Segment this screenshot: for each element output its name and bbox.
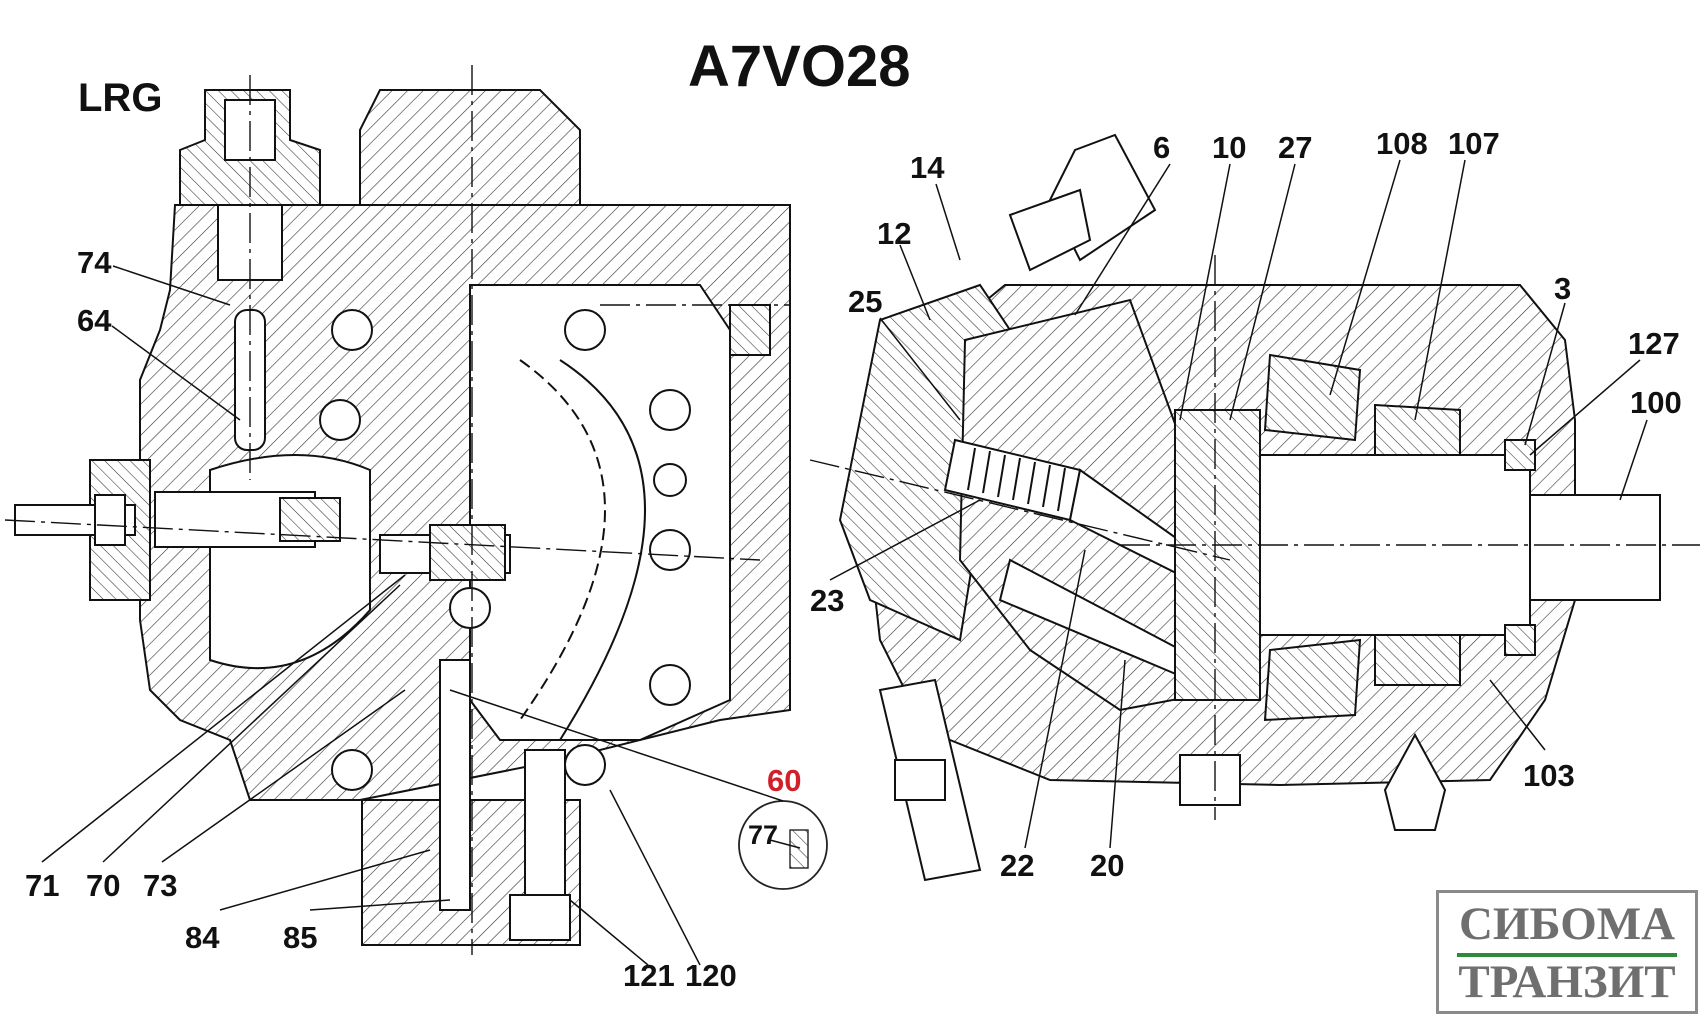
stop-pin (439, 659, 471, 911)
part-label-121: 121 (623, 958, 675, 993)
bearing-107-upper (1374, 403, 1461, 456)
bore-3 (564, 309, 606, 351)
drain-plug (1383, 732, 1447, 831)
part-label-12: 12 (877, 216, 912, 251)
part-label-64: 64 (77, 303, 112, 338)
part-label-73: 73 (143, 868, 178, 903)
bottom-stud-nut (894, 759, 946, 801)
adjust-nut (94, 494, 126, 546)
bore-7 (649, 664, 691, 706)
drawing-title: A7VO28 (688, 34, 911, 99)
control-type-label: LRG (78, 76, 163, 120)
bolt-head (509, 894, 571, 941)
bore-5 (653, 463, 687, 497)
part-label-100: 100 (1630, 385, 1682, 420)
centerline-h1 (4, 519, 761, 561)
part-label-3: 3 (1554, 271, 1572, 306)
shaft-end (1529, 494, 1661, 601)
part-label-20: 20 (1090, 848, 1125, 883)
bearing-108-lower (1263, 638, 1362, 722)
logo-line-2: ТРАНЗИТ (1458, 956, 1676, 1008)
part-label-127: 127 (1628, 326, 1680, 361)
part-label-84: 84 (185, 920, 220, 955)
spool-sleeve (429, 524, 506, 581)
bore-8 (331, 749, 373, 791)
part-label-60: 60 (767, 763, 802, 798)
bore-6 (649, 529, 691, 571)
drive-flange (1174, 409, 1261, 701)
part-label-14: 14 (910, 150, 945, 185)
bore-9 (564, 744, 606, 786)
part-label-120: 120 (685, 958, 737, 993)
part-label-6: 6 (1153, 130, 1171, 165)
bore-10 (449, 587, 491, 629)
bearing-108-upper (1263, 353, 1362, 442)
spring-piston (279, 497, 341, 542)
bolt-121 (524, 749, 566, 901)
bore-1 (331, 309, 373, 351)
leader-lines (41, 159, 1648, 966)
part-label-85: 85 (283, 920, 318, 955)
center-spring (967, 447, 1066, 512)
logo-line-1: СИБОМА (1458, 898, 1676, 950)
part-label-74: 74 (77, 245, 112, 280)
bore-2 (319, 399, 361, 441)
company-logo: СИБОМА ТРАНЗИТ (1436, 890, 1698, 1014)
part-label-25: 25 (848, 284, 883, 319)
detail-60 (738, 800, 828, 890)
part-label-10: 10 (1212, 130, 1247, 165)
part-label-108: 108 (1376, 126, 1428, 161)
part-label-22: 22 (1000, 848, 1035, 883)
upper-block (359, 89, 581, 206)
bottom-lug (1179, 754, 1241, 806)
shaft-seal-lower (1504, 624, 1536, 656)
part-label-70: 70 (86, 868, 121, 903)
bore-4 (649, 389, 691, 431)
top-stud-nut (1008, 188, 1092, 272)
right-section-view (809, 133, 1700, 882)
part-label-23: 23 (810, 583, 845, 618)
part-label-71: 71 (25, 868, 60, 903)
bearing-107-lower (1374, 634, 1461, 686)
swash-arc (559, 359, 646, 741)
part-label-27: 27 (1278, 130, 1313, 165)
swash-arc-2 (519, 359, 606, 721)
left-section-view (4, 65, 791, 955)
right-port (729, 304, 771, 356)
logo-divider (1457, 953, 1677, 957)
part-label-103: 103 (1523, 758, 1575, 793)
block-axis (809, 459, 1231, 561)
swash-cavity (469, 284, 731, 741)
part-label-77: 77 (748, 820, 779, 850)
part-label-107: 107 (1448, 126, 1500, 161)
